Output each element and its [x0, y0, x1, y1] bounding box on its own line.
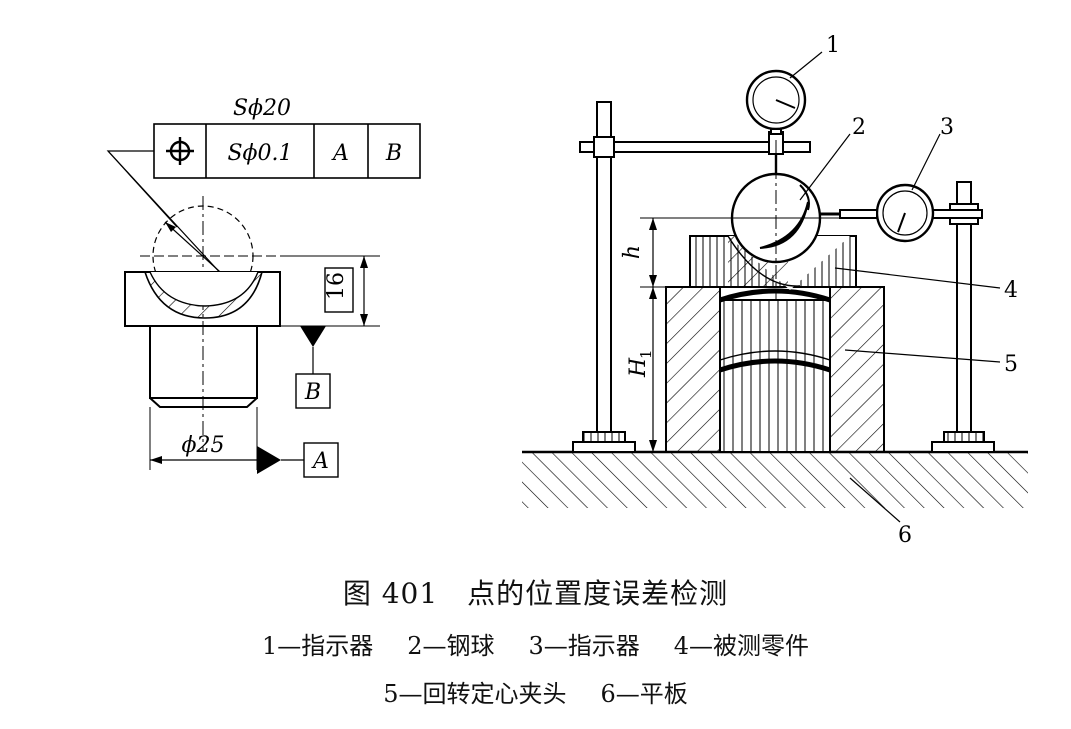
datum-b-label: B — [304, 380, 321, 405]
right-apparatus-drawing: h H 1 1 2 3 4 5 6 — [522, 33, 1028, 548]
diameter-dimension-text: ϕ25 — [182, 433, 225, 458]
tolerance-frame: Sϕ0.1 A B — [153, 123, 421, 179]
datum-ref-1: A — [331, 141, 349, 166]
tolerance-value: Sϕ0.1 — [227, 141, 292, 166]
datum-ref-2: B — [385, 141, 402, 166]
legend-item-3: 3—指示器 — [528, 632, 640, 660]
left-part-drawing: Sϕ20 Sϕ0.1 A B — [106, 96, 421, 478]
legend-line-2: 5—回转定心夹头 6—平板 — [0, 674, 1071, 709]
height-label-h: h — [620, 245, 645, 259]
height-label-H: H — [626, 357, 651, 378]
legend-item-1: 1—指示器 — [261, 632, 374, 660]
figure-caption-title: 图 401 点的位置度误差检测 — [342, 577, 729, 610]
callout-5: 5 — [1004, 352, 1018, 377]
legend-item-2: 2—钢球 — [407, 632, 495, 660]
legend-item-4: 4—被测零件 — [673, 632, 810, 660]
legend-line-1: 1—指示器 2—钢球 3—指示器 4—被测零件 — [0, 626, 1071, 661]
depth-dimension-text: 16 — [324, 272, 349, 300]
figure-drawing: Sϕ20 Sϕ0.1 A B — [106, 33, 1028, 548]
height-label-H-subscript: 1 — [637, 349, 655, 359]
legend-item-5: 5—回转定心夹头 — [383, 680, 567, 708]
callout-1: 1 — [826, 33, 840, 58]
callout-4: 4 — [1004, 278, 1018, 303]
legend-item-6: 6—平板 — [600, 680, 688, 708]
callout-2: 2 — [852, 115, 866, 140]
callout-6: 6 — [898, 523, 912, 548]
callout-3: 3 — [940, 115, 954, 140]
datum-a-label: A — [311, 449, 329, 474]
ball-dimension-text: Sϕ20 — [233, 96, 291, 121]
position-symbol-icon — [166, 137, 194, 165]
